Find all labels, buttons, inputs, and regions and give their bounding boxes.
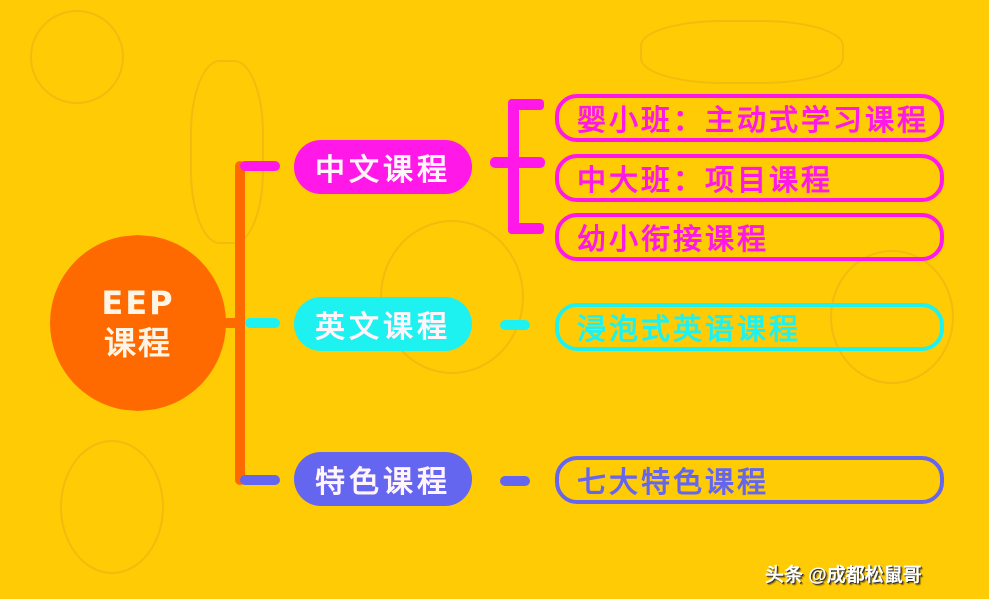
- branch-connector-chinese: [240, 161, 280, 171]
- watermark: 头条 @成都松鼠哥: [765, 565, 922, 586]
- root-title-line1: EEP: [101, 284, 175, 322]
- background-doodle: [30, 10, 124, 104]
- leaf-immersion-english-label: 浸泡式英语课程: [577, 312, 802, 346]
- branch-special[interactable]: 特色课程: [294, 452, 472, 506]
- leaf-infant-class-label: 婴小班：主动式学习课程: [577, 103, 930, 137]
- branch-english-label: 英文课程: [315, 310, 451, 345]
- branch-special-label: 特色课程: [315, 465, 451, 500]
- chinese-bracket-bottom: [508, 223, 544, 234]
- branch-connector-special: [240, 475, 280, 485]
- english-dash: [500, 320, 530, 330]
- special-dash: [500, 476, 530, 486]
- leaf-transition-class[interactable]: 幼小衔接课程: [555, 213, 944, 261]
- leaf-infant-class[interactable]: 婴小班：主动式学习课程: [555, 94, 944, 142]
- trunk-line: [235, 161, 245, 485]
- branch-chinese-label: 中文课程: [315, 153, 451, 188]
- branch-connector-english: [245, 318, 280, 328]
- branch-chinese[interactable]: 中文课程: [294, 140, 472, 194]
- chinese-bracket-top: [508, 99, 544, 110]
- background-doodle: [190, 60, 264, 244]
- leaf-transition-class-label: 幼小衔接课程: [577, 222, 770, 256]
- background-doodle: [640, 20, 844, 84]
- leaf-immersion-english[interactable]: 浸泡式英语课程: [555, 303, 944, 351]
- branch-english[interactable]: 英文课程: [294, 297, 472, 351]
- root-node: EEP 课程: [50, 235, 226, 411]
- background-doodle: [60, 440, 164, 574]
- leaf-seven-special[interactable]: 七大特色课程: [555, 456, 944, 504]
- leaf-middle-class[interactable]: 中大班：项目课程: [555, 154, 944, 202]
- root-connector: [222, 318, 244, 328]
- leaf-middle-class-label: 中大班：项目课程: [577, 163, 834, 197]
- chinese-bracket-vertical: [508, 99, 519, 234]
- root-title-line2: 课程: [103, 324, 172, 362]
- leaf-seven-special-label: 七大特色课程: [577, 465, 770, 499]
- background-doodle: [830, 250, 954, 384]
